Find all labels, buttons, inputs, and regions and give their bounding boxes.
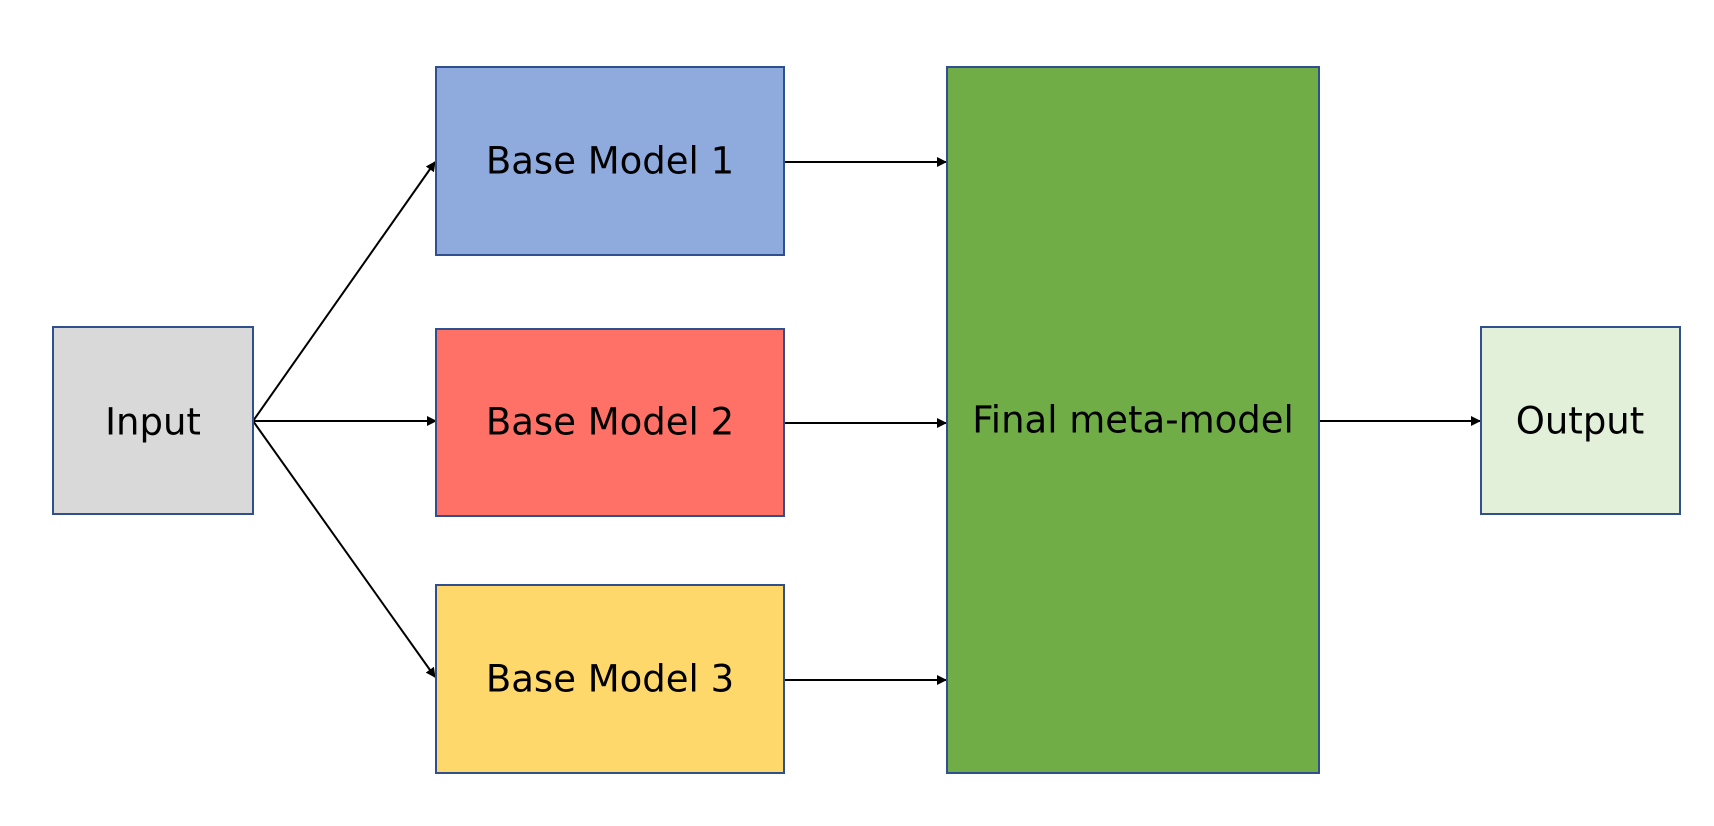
node-input: Input: [52, 326, 254, 515]
edges: [252, 157, 1481, 685]
node-output: Output: [1480, 326, 1681, 515]
node-final-meta-model-label: Final meta-model: [972, 399, 1294, 442]
edge-input-to-base-model-1: [252, 161, 436, 422]
node-base-model-3: Base Model 3: [435, 584, 785, 774]
node-base-model-3-box: [435, 584, 785, 774]
node-final-meta-model-box: [946, 66, 1320, 774]
node-base-model-1: Base Model 1: [435, 66, 785, 256]
node-base-model-2: Base Model 2: [435, 328, 785, 517]
node-base-model-2-box: [435, 328, 785, 517]
node-base-model-1-label: Base Model 1: [486, 140, 734, 183]
node-base-model-3-label: Base Model 3: [486, 658, 734, 701]
node-output-label: Output: [1516, 400, 1645, 443]
node-final-meta-model: Final meta-model: [946, 66, 1320, 774]
edge-input-to-base-model-3: [252, 420, 436, 678]
node-base-model-2-label: Base Model 2: [486, 401, 734, 444]
node-input-box: [52, 326, 254, 515]
node-output-box: [1480, 326, 1681, 515]
node-input-label: Input: [105, 401, 201, 444]
node-base-model-1-box: [435, 66, 785, 256]
